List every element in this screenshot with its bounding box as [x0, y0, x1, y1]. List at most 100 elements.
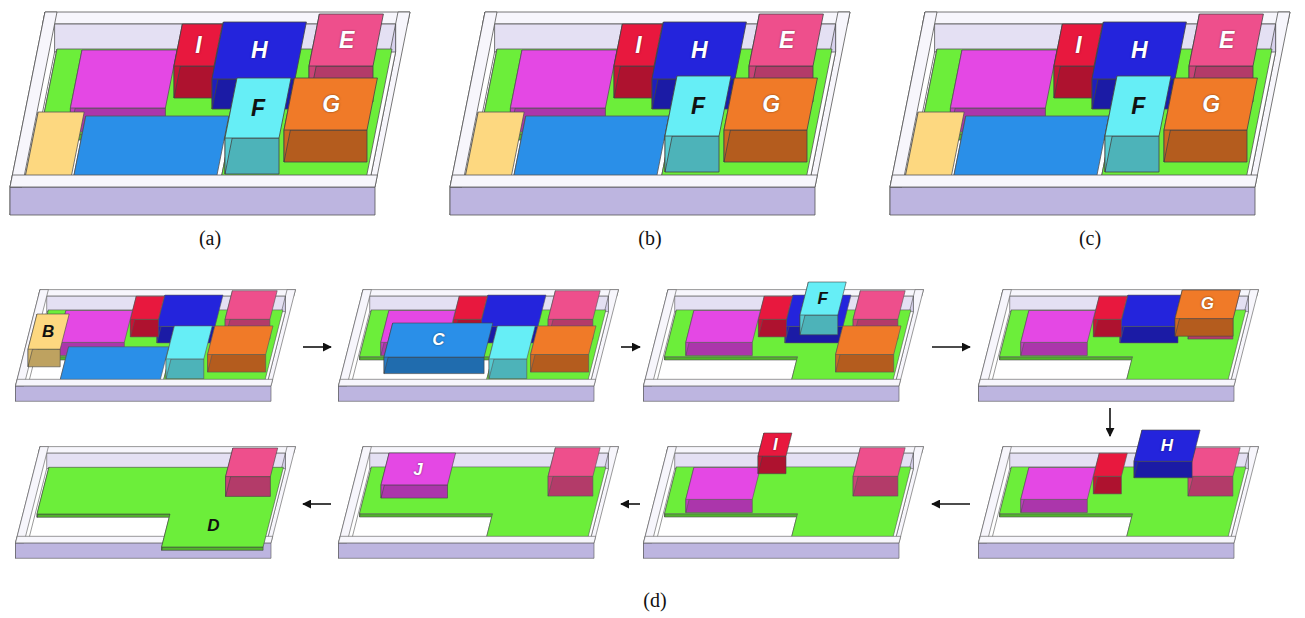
- piece-letter: F: [1131, 95, 1145, 118]
- block-side: [1054, 66, 1094, 98]
- tray-scene: [450, 12, 850, 215]
- block-top: [130, 296, 164, 319]
- piece-letter: F: [691, 95, 705, 118]
- tray-outer-wall: [10, 187, 375, 215]
- block-side: [489, 359, 527, 379]
- block-side: [1120, 326, 1178, 343]
- block-outline: [35, 446, 285, 552]
- block-top: [749, 14, 823, 66]
- block-top: [758, 296, 792, 319]
- puzzle-piece: G: [1162, 76, 1259, 164]
- block-top: [953, 116, 1108, 178]
- piece-letter: I: [635, 34, 641, 57]
- tray-rim: [339, 290, 372, 386]
- tray-rim: [644, 379, 901, 386]
- step-arrow: [303, 503, 331, 505]
- block-top: [1093, 296, 1127, 319]
- tray-scene: [339, 290, 619, 402]
- step-arrow: [303, 346, 331, 348]
- block-side: [161, 547, 263, 550]
- block-top: [225, 291, 277, 320]
- panel-caption-box: (a): [199, 228, 221, 249]
- panel-caption-box: (d): [643, 590, 666, 611]
- block-top: [1164, 78, 1257, 130]
- block-top: [381, 453, 456, 485]
- step-arrow: [932, 503, 970, 505]
- panel-caption: (b): [638, 228, 661, 248]
- tray-rim: [979, 447, 1012, 543]
- block-top: [384, 323, 493, 357]
- block-side: [1021, 342, 1088, 355]
- block-top: [665, 467, 911, 547]
- block-side: [1134, 461, 1192, 478]
- block-side: [284, 130, 367, 162]
- block-top: [212, 22, 306, 79]
- block-top: [800, 282, 846, 315]
- block-top: [548, 448, 600, 477]
- tray-rim: [979, 536, 1236, 543]
- block-top: [309, 14, 383, 66]
- block-side: [531, 355, 589, 373]
- block-top: [1021, 311, 1096, 343]
- block-outline: [223, 76, 293, 176]
- block-top: [510, 50, 617, 108]
- block-side: [1093, 476, 1121, 494]
- block-top: [1093, 453, 1127, 476]
- tray-rim: [339, 447, 372, 543]
- piece-letter: E: [779, 29, 794, 52]
- block-side: [724, 130, 807, 162]
- block-side: [758, 456, 786, 474]
- block-top: [70, 50, 177, 108]
- puzzle-piece: F: [1103, 74, 1173, 174]
- piece-letter: I: [195, 34, 201, 57]
- block-side: [174, 66, 214, 98]
- block-outline: [722, 76, 819, 164]
- puzzle-piece: G: [722, 76, 819, 164]
- block-side: [1093, 319, 1121, 337]
- piece-letter: F: [817, 290, 827, 307]
- panel-caption: (d): [643, 590, 666, 610]
- tray-scene: [644, 290, 924, 402]
- block-top: [1000, 467, 1246, 547]
- puzzle-piece: J: [379, 451, 458, 500]
- tray-outer-wall: [16, 386, 272, 401]
- block-top: [1189, 14, 1263, 66]
- block-top: [208, 326, 273, 355]
- puzzle-piece: B: [26, 312, 71, 369]
- block-top: [652, 22, 746, 79]
- block-top: [1134, 430, 1200, 461]
- block-top: [1175, 290, 1240, 319]
- tray-scene: [979, 290, 1259, 402]
- block-side: [836, 355, 894, 373]
- tray-rim: [450, 12, 497, 187]
- piece-letter: E: [1219, 29, 1234, 52]
- block-side: [360, 514, 493, 517]
- block-top: [548, 291, 600, 320]
- tray-rim: [450, 175, 817, 187]
- panel-caption-box: (c): [1079, 228, 1101, 249]
- step-arrow: [932, 346, 970, 348]
- block-outline: [1103, 74, 1173, 174]
- panel-caption-box: (b): [638, 228, 661, 249]
- piece-letter: H: [251, 39, 268, 62]
- piece-letter: J: [413, 461, 422, 478]
- piece-letter: H: [691, 39, 708, 62]
- panel-caption: (a): [199, 228, 221, 248]
- tray-outer-wall: [644, 386, 900, 401]
- block-top: [225, 448, 277, 477]
- piece-letter: I: [773, 436, 778, 453]
- tray-rim: [10, 12, 57, 187]
- block-top: [480, 295, 546, 326]
- block-top: [513, 116, 668, 178]
- block-outline: [26, 312, 71, 369]
- piece-letter: D: [207, 517, 219, 534]
- tray-rim: [10, 175, 377, 187]
- block-top: [174, 24, 222, 66]
- puzzle-piece: G: [1173, 288, 1242, 338]
- block-top: [1092, 22, 1186, 79]
- block-side: [665, 514, 798, 517]
- block-top: [1188, 448, 1240, 477]
- tray-scene: [339, 447, 619, 559]
- block-top: [166, 326, 212, 359]
- tray-outer-wall: [979, 543, 1235, 558]
